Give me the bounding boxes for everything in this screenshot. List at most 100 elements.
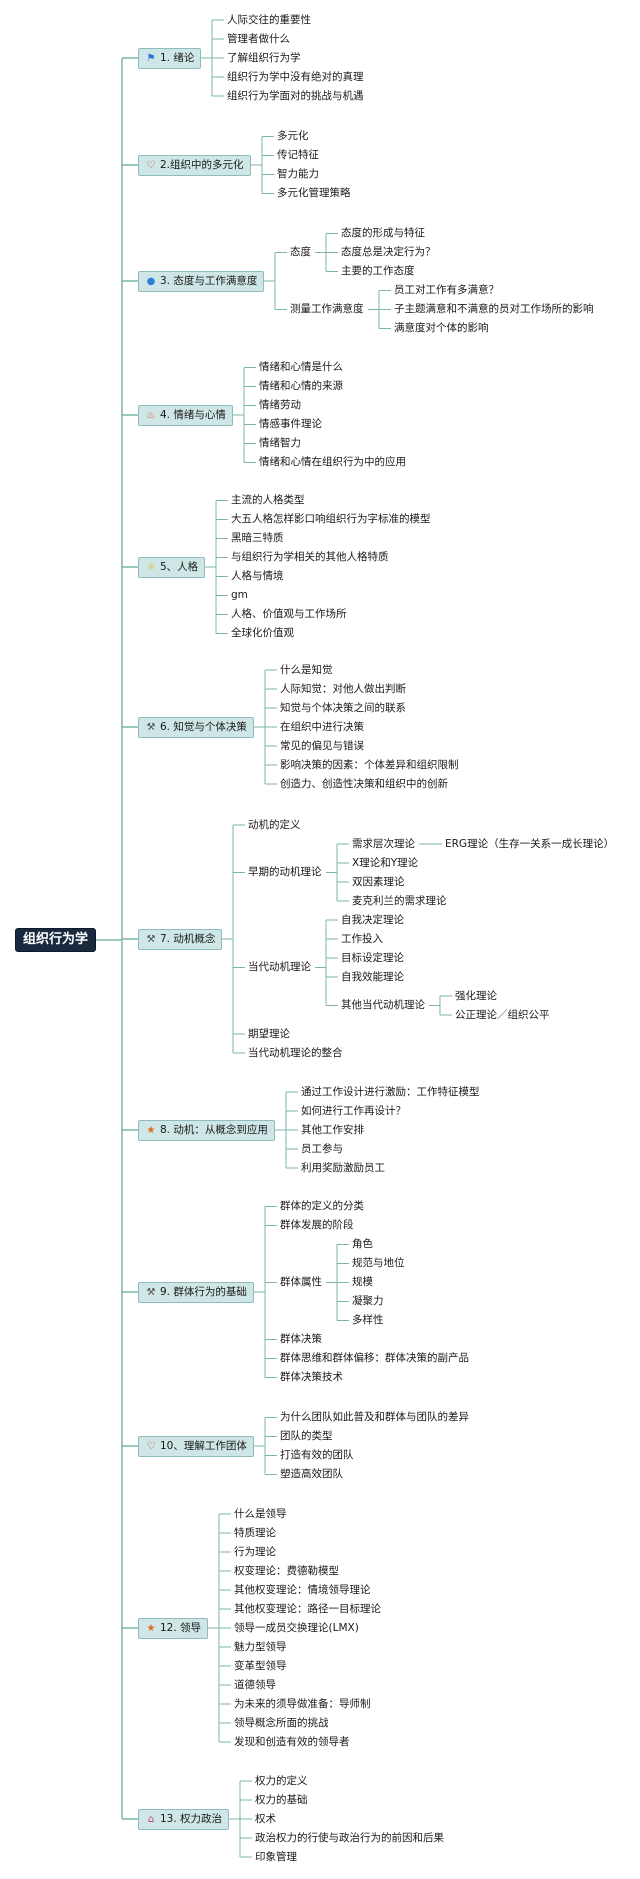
b3-item-1-child-1[interactable]: 态度的形成与特征 [341, 227, 425, 239]
b7-item-2-child-1-child-1[interactable]: ERG理论（生存一关系一成长理论） [445, 837, 615, 850]
b7-item-4[interactable]: 期望理论 [248, 1027, 290, 1040]
b12-item-4[interactable]: 权变理论：费德勒模型 [234, 1564, 339, 1577]
branch-topic-b7[interactable]: ⚒7. 动机概念 [138, 928, 223, 950]
b3-item-1-child-2[interactable]: 态度总是决定行为？ [341, 246, 436, 258]
b5-item-8[interactable]: 全球化价值观 [231, 627, 294, 639]
b8-item-5[interactable]: 利用奖励激励员工 [301, 1161, 385, 1174]
b1-item-3[interactable]: 了解组织行为学 [227, 51, 301, 64]
b7-item-1[interactable]: 动机的定义 [248, 818, 301, 831]
branch-topic-b6[interactable]: ⚒6. 知觉与个体决策 [138, 716, 254, 738]
b9-item-3-child-5[interactable]: 多样性 [352, 1314, 384, 1326]
b5-item-6[interactable]: gm [231, 589, 248, 601]
b4-item-4[interactable]: 情感事件理论 [259, 418, 322, 430]
b1-item-5[interactable]: 组织行为学面对的挑战与机遇 [227, 89, 364, 102]
b7-item-2-child-1[interactable]: 需求层次理论 [352, 837, 415, 850]
b12-item-1[interactable]: 什么是领导 [234, 1507, 287, 1520]
b12-item-13[interactable]: 发现和创造有效的领导者 [234, 1735, 350, 1748]
b6-item-2[interactable]: 人际知觉：对他人做出判断 [280, 682, 406, 695]
b3-item-2[interactable]: 测量工作满意度 [290, 303, 364, 315]
b6-item-4[interactable]: 在组织中进行决策 [280, 720, 364, 733]
b9-item-1[interactable]: 群体的定义的分类 [280, 1200, 364, 1212]
b7-item-2-child-3[interactable]: 双因素理论 [352, 875, 405, 888]
b12-item-8[interactable]: 魅力型领导 [234, 1640, 287, 1653]
b8-item-3[interactable]: 其他工作安排 [301, 1123, 364, 1136]
branch-topic-b10[interactable]: ♡10、理解工作团体 [138, 1435, 254, 1457]
b5-item-7[interactable]: 人格、价值观与工作场所 [231, 608, 347, 620]
b12-item-5[interactable]: 其他权变理论：情境领导理论 [234, 1583, 371, 1596]
b1-item-2[interactable]: 管理者做什么 [227, 32, 290, 45]
branch-topic-b2[interactable]: ♡2.组织中的多元化 [138, 154, 251, 176]
branch-topic-b3[interactable]: ●3. 态度与工作满意度 [138, 270, 265, 292]
b12-item-7[interactable]: 领导一成员交换理论(LMX) [234, 1621, 359, 1634]
b4-item-6[interactable]: 情绪和心情在组织行为中的应用 [259, 456, 406, 468]
b7-item-3-child-3[interactable]: 目标设定理论 [341, 951, 404, 964]
b9-item-4[interactable]: 群体决策 [280, 1333, 322, 1345]
b4-item-2[interactable]: 情绪和心情的来源 [259, 380, 343, 392]
b5-item-5[interactable]: 人格与情境 [231, 570, 284, 582]
b12-item-9[interactable]: 变革型领导 [234, 1659, 287, 1672]
b13-item-1[interactable]: 权力的定义 [255, 1774, 308, 1787]
b7-item-3-child-5-child-2[interactable]: 公正理论／组织公平 [455, 1008, 550, 1021]
b6-item-5[interactable]: 常见的偏见与错误 [280, 739, 364, 752]
b2-item-3[interactable]: 智力能力 [277, 168, 319, 180]
b13-item-4[interactable]: 政治权力的行使与政治行为的前因和后果 [255, 1831, 444, 1844]
b13-item-5[interactable]: 印象管理 [255, 1850, 297, 1863]
b9-item-3-child-1[interactable]: 角色 [352, 1238, 373, 1250]
b12-item-6[interactable]: 其他权变理论：路径一目标理论 [234, 1602, 381, 1615]
b12-item-3[interactable]: 行为理论 [234, 1545, 276, 1558]
b7-item-5[interactable]: 当代动机理论的整合 [248, 1046, 343, 1059]
b6-item-1[interactable]: 什么是知觉 [280, 663, 333, 676]
b7-item-2-child-2[interactable]: X理论和Y理论 [352, 856, 419, 869]
b10-item-1[interactable]: 为什么团队如此普及和群体与团队的差异 [280, 1411, 469, 1423]
b12-item-10[interactable]: 道德领导 [234, 1678, 276, 1691]
b3-item-2-child-3[interactable]: 满意度对个体的影响 [394, 322, 489, 334]
branch-topic-b5[interactable]: ☼5、人格 [138, 556, 206, 578]
b1-item-1[interactable]: 人际交往的重要性 [227, 13, 311, 26]
b4-item-5[interactable]: 情绪智力 [259, 437, 301, 449]
b9-item-3-child-4[interactable]: 凝聚力 [352, 1295, 384, 1307]
b3-item-1-child-3[interactable]: 主要的工作态度 [341, 265, 415, 277]
b7-item-3[interactable]: 当代动机理论 [248, 961, 311, 973]
b13-item-3[interactable]: 权术 [255, 1812, 276, 1825]
b10-item-4[interactable]: 塑造高效团队 [280, 1468, 343, 1480]
b6-item-6[interactable]: 影响决策的因素：个体差异和组织限制 [280, 758, 459, 771]
b13-item-2[interactable]: 权力的基础 [255, 1793, 308, 1806]
b2-item-4[interactable]: 多元化管理策略 [277, 187, 351, 199]
b7-item-3-child-5[interactable]: 其他当代动机理论 [341, 999, 425, 1011]
b7-item-3-child-1[interactable]: 自我决定理论 [341, 913, 404, 926]
b9-item-3-child-3[interactable]: 规模 [352, 1276, 373, 1288]
b10-item-2[interactable]: 团队的类型 [280, 1430, 333, 1442]
b2-item-2[interactable]: 传记特征 [277, 149, 319, 161]
branch-topic-b8[interactable]: ★8. 动机：从概念到应用 [138, 1119, 275, 1141]
b3-item-2-child-1[interactable]: 员工对工作有多满意？ [394, 284, 499, 296]
b9-item-6[interactable]: 群体决策技术 [280, 1371, 343, 1383]
branch-topic-b9[interactable]: ⚒9. 群体行为的基础 [138, 1281, 254, 1303]
b7-item-2-child-4[interactable]: 麦克利兰的需求理论 [352, 894, 447, 907]
b4-item-1[interactable]: 情绪和心情是什么 [259, 361, 343, 373]
b9-item-2[interactable]: 群体发展的阶段 [280, 1219, 354, 1231]
b12-item-11[interactable]: 为未来的须导做准备：导师制 [234, 1697, 371, 1710]
b9-item-3[interactable]: 群体属性 [280, 1276, 322, 1288]
b4-item-3[interactable]: 情绪劳动 [259, 399, 301, 411]
b6-item-3[interactable]: 知觉与个体决策之间的联系 [280, 701, 406, 714]
b7-item-3-child-2[interactable]: 工作投入 [341, 932, 383, 945]
b5-item-2[interactable]: 大五人格怎样影口响组织行为字标准的模型 [231, 513, 431, 525]
b10-item-3[interactable]: 打造有效的团队 [280, 1449, 354, 1461]
b12-item-12[interactable]: 领导概念所面的挑战 [234, 1716, 329, 1729]
b9-item-5[interactable]: 群体思维和群体偏移：群体决策的副产品 [280, 1352, 469, 1364]
branch-topic-b12[interactable]: ★12. 领导 [138, 1617, 209, 1639]
b7-item-3-child-5-child-1[interactable]: 强化理论 [455, 989, 497, 1002]
b3-item-2-child-2[interactable]: 子主题满意和不满意的员对工作场所的影响 [394, 303, 594, 315]
b8-item-4[interactable]: 员工参与 [301, 1142, 343, 1155]
b7-item-2[interactable]: 早期的动机理论 [248, 866, 322, 878]
branch-topic-b13[interactable]: ⌂13. 权力政治 [138, 1808, 230, 1830]
branch-topic-b1[interactable]: ⚑1. 绪论 [138, 47, 202, 69]
b7-item-3-child-4[interactable]: 自我效能理论 [341, 970, 404, 983]
b5-item-3[interactable]: 黑暗三特质 [231, 532, 284, 544]
b8-item-2[interactable]: 如何进行工作再设计？ [301, 1104, 406, 1117]
b1-item-4[interactable]: 组织行为学中没有绝对的真理 [227, 70, 364, 83]
b5-item-4[interactable]: 与组织行为学相关的其他人格特质 [231, 551, 389, 563]
b2-item-1[interactable]: 多元化 [277, 130, 309, 142]
branch-topic-b4[interactable]: ♨4. 情绪与心情 [138, 404, 233, 426]
b5-item-1[interactable]: 主流的人格类型 [231, 494, 305, 506]
